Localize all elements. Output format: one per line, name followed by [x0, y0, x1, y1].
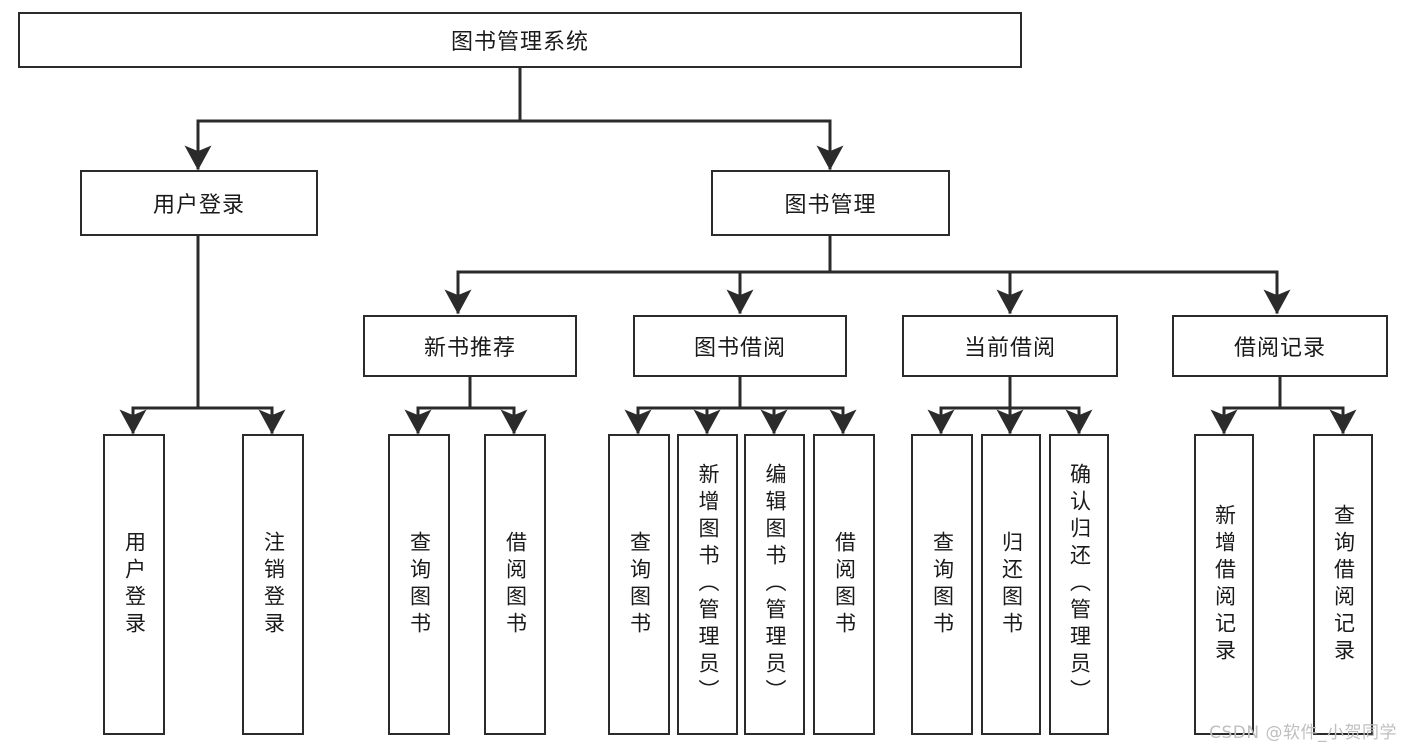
node-leaf-borrow-book-1[interactable]: 借阅图书 — [484, 434, 546, 735]
node-leaf-edit-book[interactable]: 编辑图书（管理员） — [744, 434, 805, 735]
node-leaf-query-book-1-label: 查询图书 — [407, 530, 432, 639]
node-new-book-recommend[interactable]: 新书推荐 — [363, 315, 577, 377]
node-leaf-query-book-3-label: 查询图书 — [930, 530, 955, 639]
node-book-borrow-label: 图书借阅 — [693, 336, 786, 361]
node-borrow-record[interactable]: 借阅记录 — [1172, 315, 1388, 377]
node-current-borrow[interactable]: 当前借阅 — [902, 315, 1118, 377]
node-leaf-user-logout[interactable]: 注销登录 — [242, 434, 304, 735]
node-book-manage-label: 图书管理 — [784, 193, 877, 218]
node-user-login-label: 用户登录 — [152, 193, 245, 218]
node-leaf-query-book-2-label: 查询图书 — [627, 530, 652, 639]
node-current-borrow-label: 当前借阅 — [963, 336, 1056, 361]
node-leaf-query-record[interactable]: 查询借阅记录 — [1313, 434, 1373, 735]
csdn-watermark: CSDN @软件_小贺同学 — [1209, 723, 1397, 743]
node-book-borrow[interactable]: 图书借阅 — [633, 315, 847, 377]
node-leaf-return-book[interactable]: 归还图书 — [981, 434, 1041, 735]
node-root[interactable]: 图书管理系统 — [18, 12, 1022, 68]
node-leaf-confirm-return[interactable]: 确认归还（管理员） — [1049, 434, 1109, 735]
node-leaf-add-book[interactable]: 新增图书（管理员） — [677, 434, 738, 735]
node-book-manage[interactable]: 图书管理 — [711, 170, 950, 236]
node-leaf-user-logout-label: 注销登录 — [261, 530, 286, 639]
node-leaf-add-record[interactable]: 新增借阅记录 — [1194, 434, 1254, 735]
node-borrow-record-label: 借阅记录 — [1233, 336, 1326, 361]
node-leaf-confirm-return-label: 确认归还（管理员） — [1067, 463, 1092, 706]
node-new-book-recommend-label: 新书推荐 — [423, 336, 516, 361]
node-leaf-add-book-label: 新增图书（管理员） — [696, 463, 720, 706]
node-leaf-borrow-book-2[interactable]: 借阅图书 — [813, 434, 875, 735]
node-leaf-query-book-1[interactable]: 查询图书 — [388, 434, 450, 735]
node-user-login[interactable]: 用户登录 — [80, 170, 318, 236]
node-leaf-query-record-label: 查询借阅记录 — [1331, 503, 1356, 666]
node-leaf-return-book-label: 归还图书 — [999, 530, 1024, 639]
node-leaf-edit-book-label: 编辑图书（管理员） — [763, 463, 787, 706]
node-leaf-user-login-label: 用户登录 — [122, 530, 147, 639]
node-leaf-borrow-book-1-label: 借阅图书 — [503, 530, 528, 639]
node-leaf-borrow-book-2-label: 借阅图书 — [832, 530, 857, 639]
node-leaf-user-login[interactable]: 用户登录 — [103, 434, 165, 735]
node-root-label: 图书管理系统 — [450, 30, 589, 55]
node-leaf-query-book-3[interactable]: 查询图书 — [911, 434, 973, 735]
node-leaf-add-record-label: 新增借阅记录 — [1212, 503, 1237, 666]
node-leaf-query-book-2[interactable]: 查询图书 — [608, 434, 670, 735]
